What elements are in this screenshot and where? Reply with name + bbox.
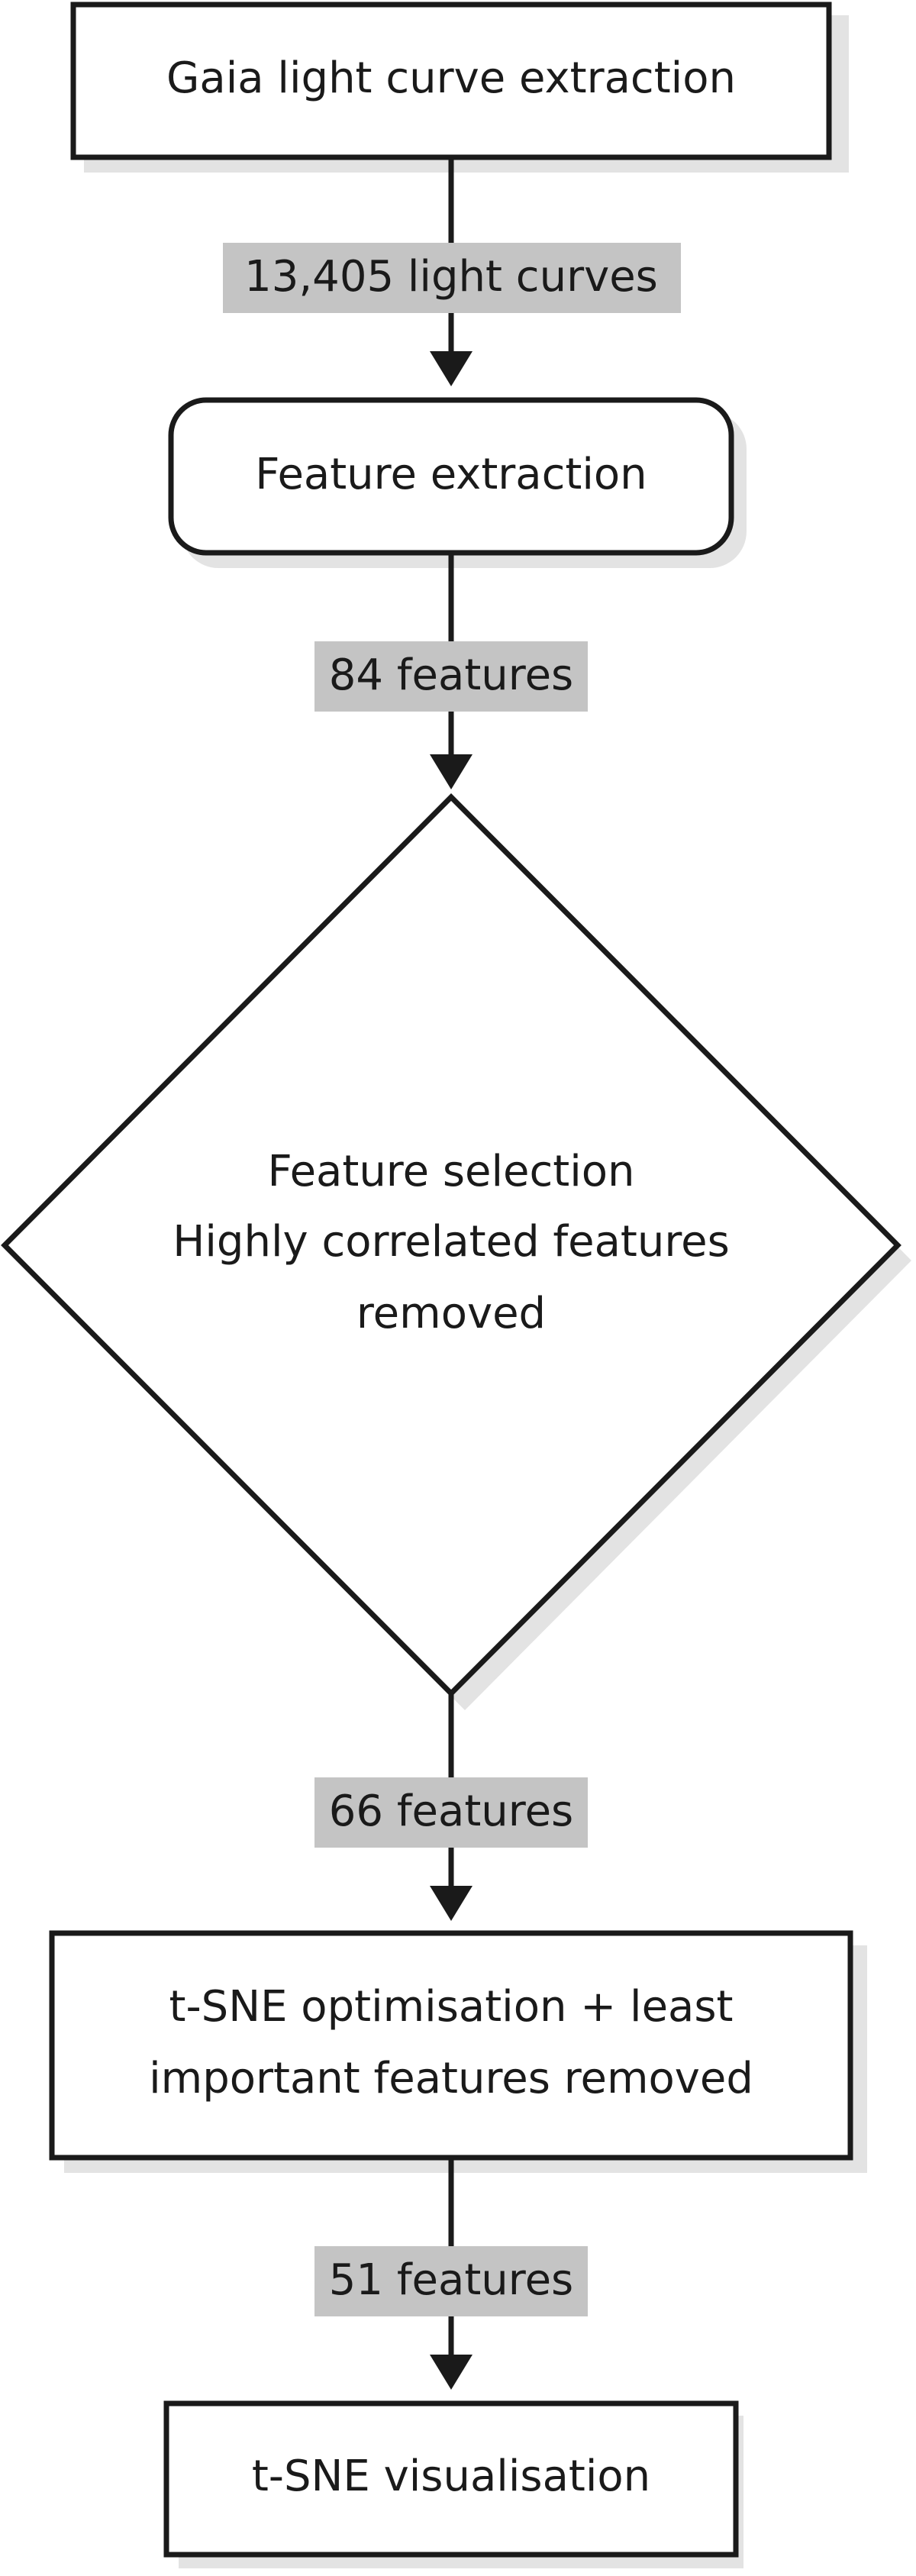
node-label-line-2: important features removed xyxy=(149,2054,753,2103)
edge-label: 51 features xyxy=(329,2255,573,2305)
node-tsne-visualisation: t-SNE visualisation xyxy=(163,2400,743,2568)
arrowhead-icon xyxy=(430,2355,473,2390)
arrowhead-icon xyxy=(430,1886,473,1921)
edge-label: 84 features xyxy=(329,650,573,700)
node-label-line-3: removed xyxy=(356,1289,546,1338)
edge-label: 66 features xyxy=(329,1787,573,1836)
node-feature-selection: Feature selection Highly correlated feat… xyxy=(1,793,911,1710)
node-label: t-SNE visualisation xyxy=(252,2452,650,2501)
node-label-line-2: Highly correlated features xyxy=(173,1217,730,1267)
node-label: Gaia light curve extraction xyxy=(166,53,736,103)
edge-2: 84 features xyxy=(314,553,588,789)
edge-label-bg xyxy=(314,1777,588,1848)
edge-label: 13,405 light curves xyxy=(244,252,658,302)
edge-label-bg xyxy=(314,641,588,712)
node-label: Feature extraction xyxy=(255,450,647,499)
node-tsne-optimisation: t-SNE optimisation + least important fea… xyxy=(49,1930,867,2173)
node-box xyxy=(70,2,832,160)
node-box xyxy=(49,1930,853,2161)
arrowhead-icon xyxy=(430,754,473,789)
node-box xyxy=(163,2400,739,2558)
node-label-line-1: Feature selection xyxy=(267,1147,634,1196)
node-gaia-extraction: Gaia light curve extraction xyxy=(70,2,849,173)
arrowhead-icon xyxy=(430,351,473,386)
node-feature-extraction: Feature extraction xyxy=(168,397,747,568)
edge-4: 51 features xyxy=(314,2158,588,2390)
edge-1: 13,405 light curves xyxy=(223,157,681,386)
node-label-line-1: t-SNE optimisation + least xyxy=(169,1982,734,2032)
edge-3: 66 features xyxy=(314,1693,588,1921)
edge-label-bg xyxy=(223,243,681,313)
edge-label-bg xyxy=(314,2246,588,2316)
